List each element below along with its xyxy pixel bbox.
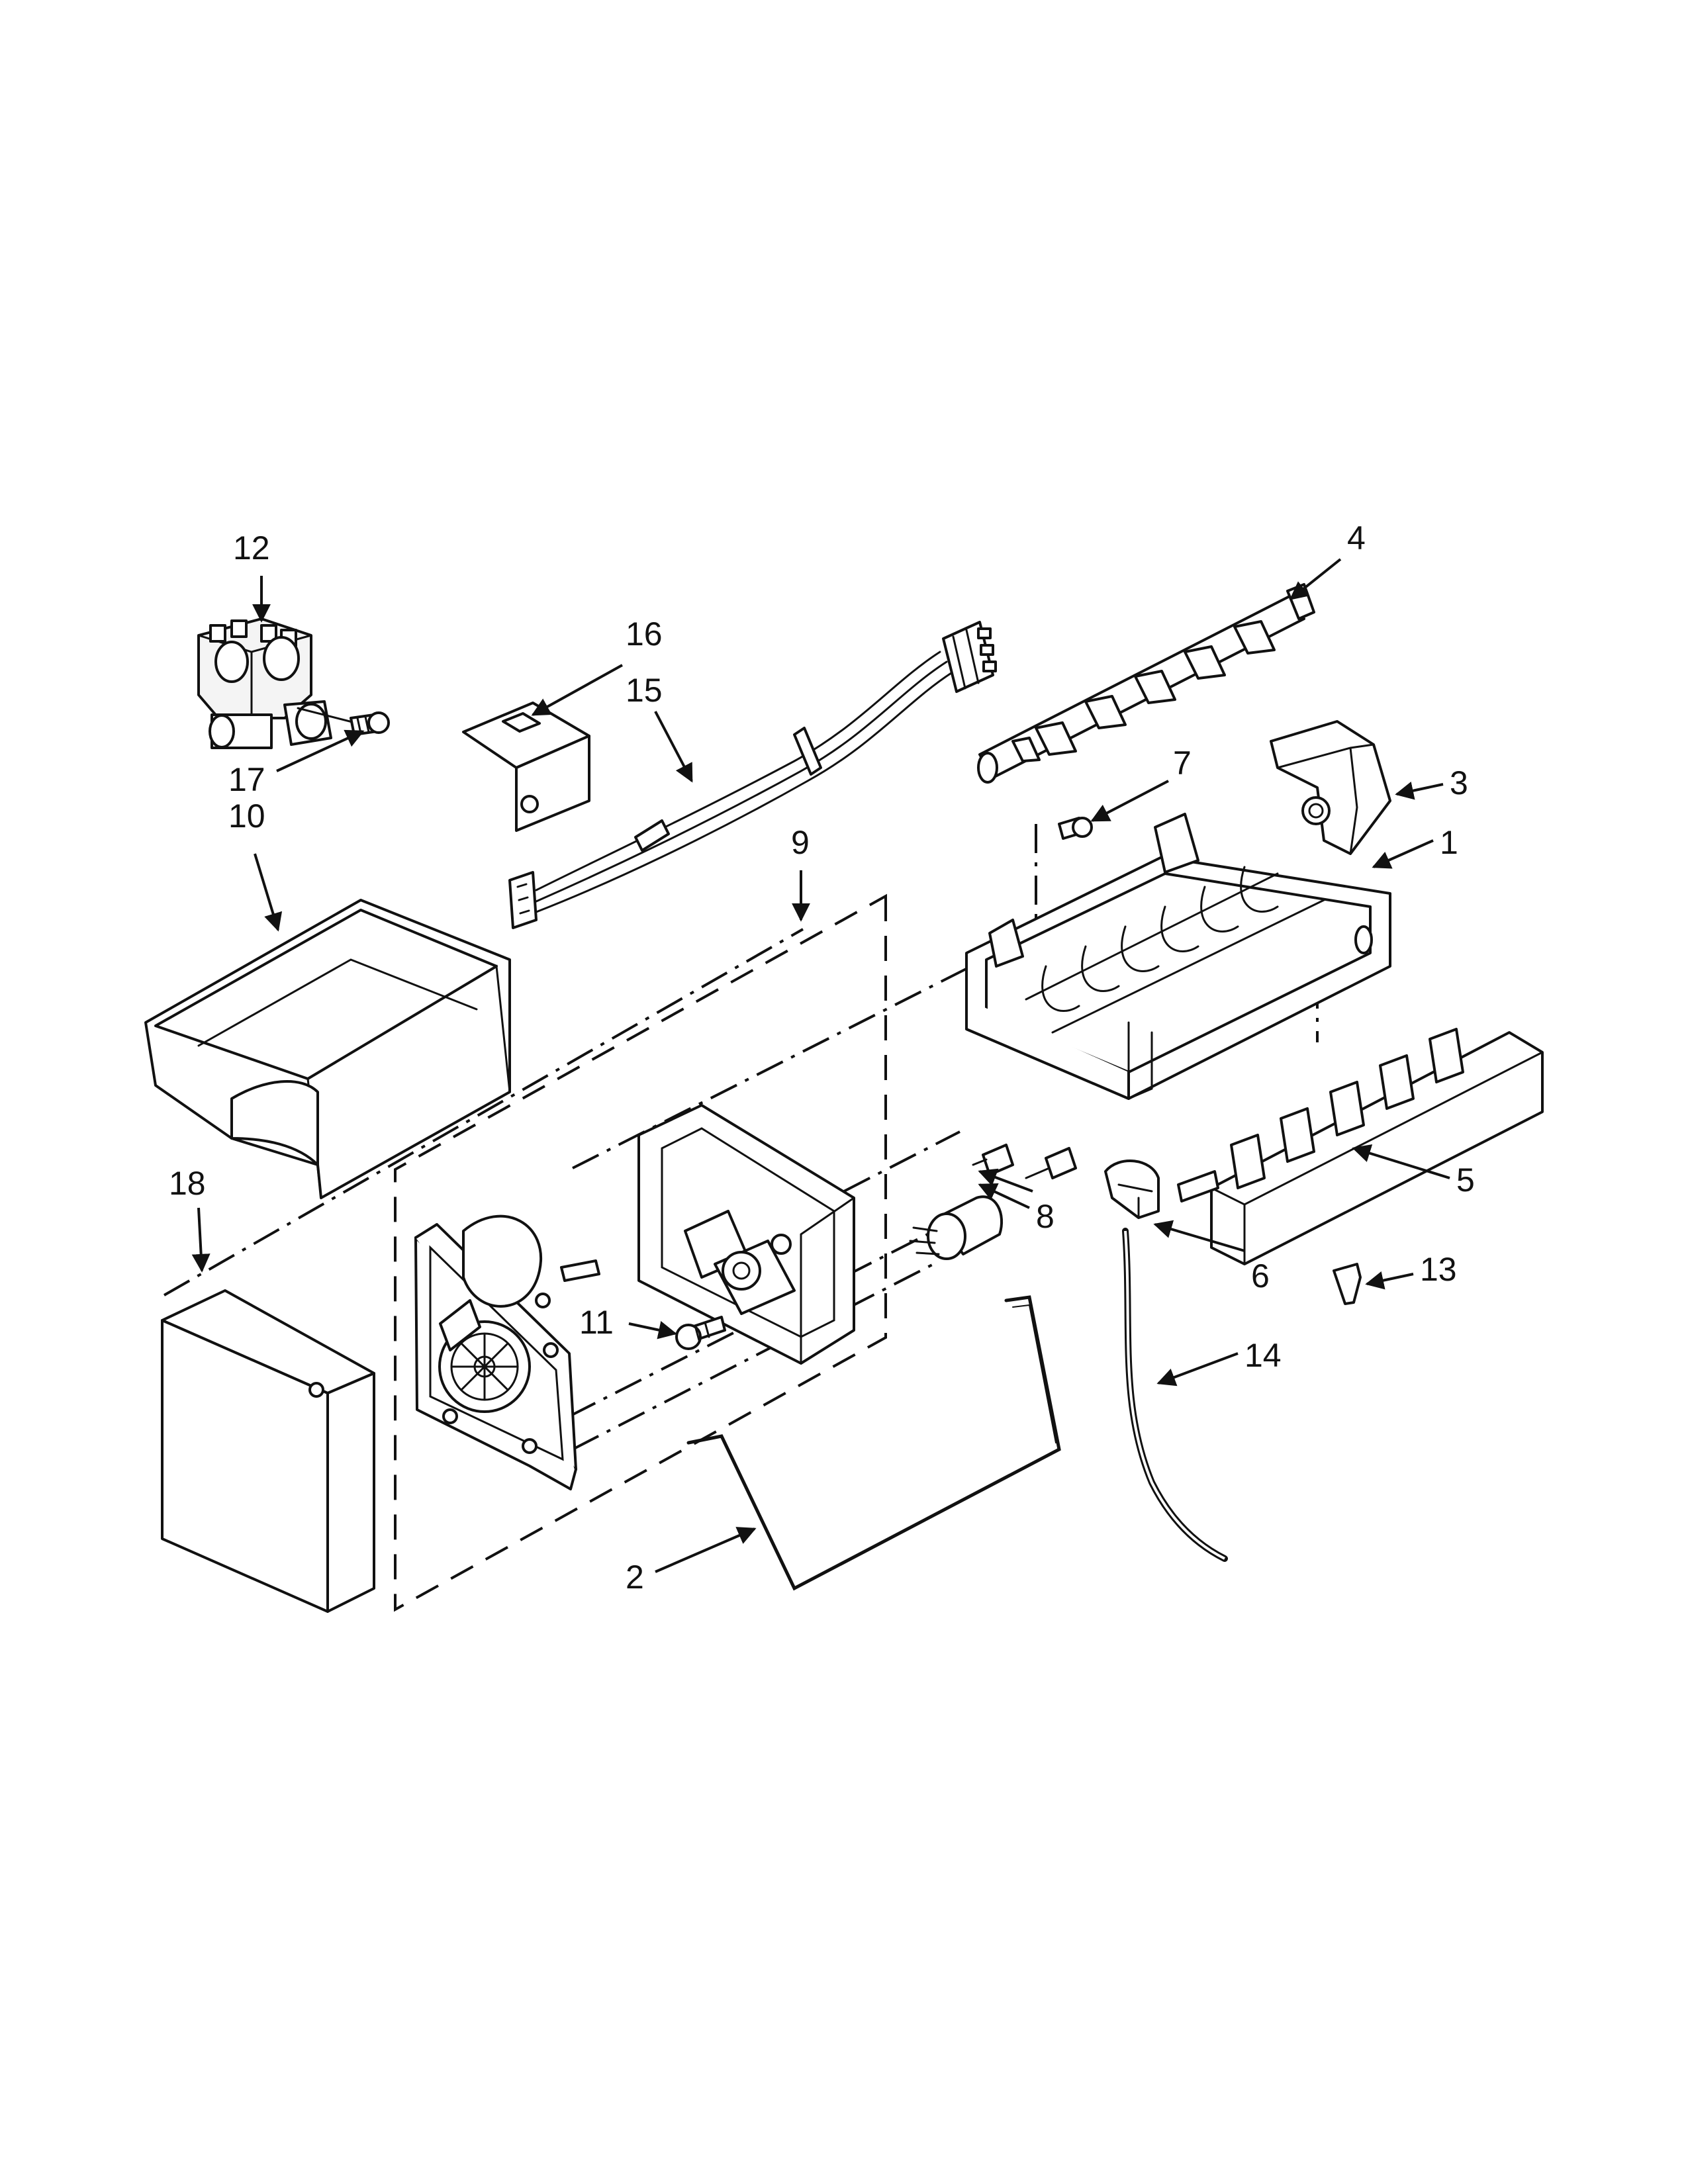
stripper-part-5	[1177, 1028, 1544, 1265]
ice-mold-part-1	[965, 813, 1391, 1100]
housing-part-9	[637, 1104, 855, 1365]
screw-part-17	[350, 711, 390, 736]
callout-5: 5	[1456, 1161, 1475, 1199]
callout-4: 4	[1347, 520, 1366, 557]
wire-harness-part-15	[508, 621, 997, 929]
callout-6: 6	[1251, 1257, 1270, 1295]
callout-17: 17	[228, 761, 265, 798]
callout-13: 13	[1420, 1251, 1457, 1288]
callout-8: 8	[1036, 1198, 1055, 1235]
callout-12: 12	[233, 529, 270, 567]
callout-10: 10	[228, 797, 265, 835]
callout-3: 3	[1450, 764, 1468, 801]
leader-lines	[191, 558, 1450, 1573]
shutoff-arm-part-2	[686, 1295, 1061, 1591]
clip-part-6	[1104, 1160, 1160, 1219]
callout-2: 2	[626, 1559, 644, 1596]
callout-1: 1	[1440, 824, 1458, 861]
callout-7: 7	[1173, 745, 1192, 782]
callout-14: 14	[1244, 1337, 1282, 1374]
plug-part-13	[1333, 1263, 1362, 1305]
callout-9: 9	[791, 824, 810, 861]
callout-18: 18	[169, 1165, 206, 1202]
tube-part-14	[1122, 1228, 1228, 1562]
ice-bin-part-10	[144, 899, 511, 1199]
callout-11: 11	[579, 1304, 614, 1341]
screw-part-11	[675, 1316, 726, 1350]
ejector-part-4	[977, 583, 1315, 784]
bracket-part-16	[462, 702, 590, 832]
assembly-outline-9	[394, 893, 887, 1612]
thermostat-part-8	[909, 1144, 1077, 1260]
water-valve-part-12	[197, 617, 364, 749]
cover-part-3	[1270, 720, 1391, 855]
callout-16: 16	[626, 615, 663, 653]
control-module-plate	[414, 1214, 600, 1490]
callout-15: 15	[626, 672, 663, 709]
cover-box-part-18	[161, 1289, 375, 1613]
callout-labels: 12 17 10 16 15 4 7 3 1 9 5 8 18 6 13 11 …	[169, 520, 1475, 1596]
screw-part-7	[1058, 817, 1093, 840]
